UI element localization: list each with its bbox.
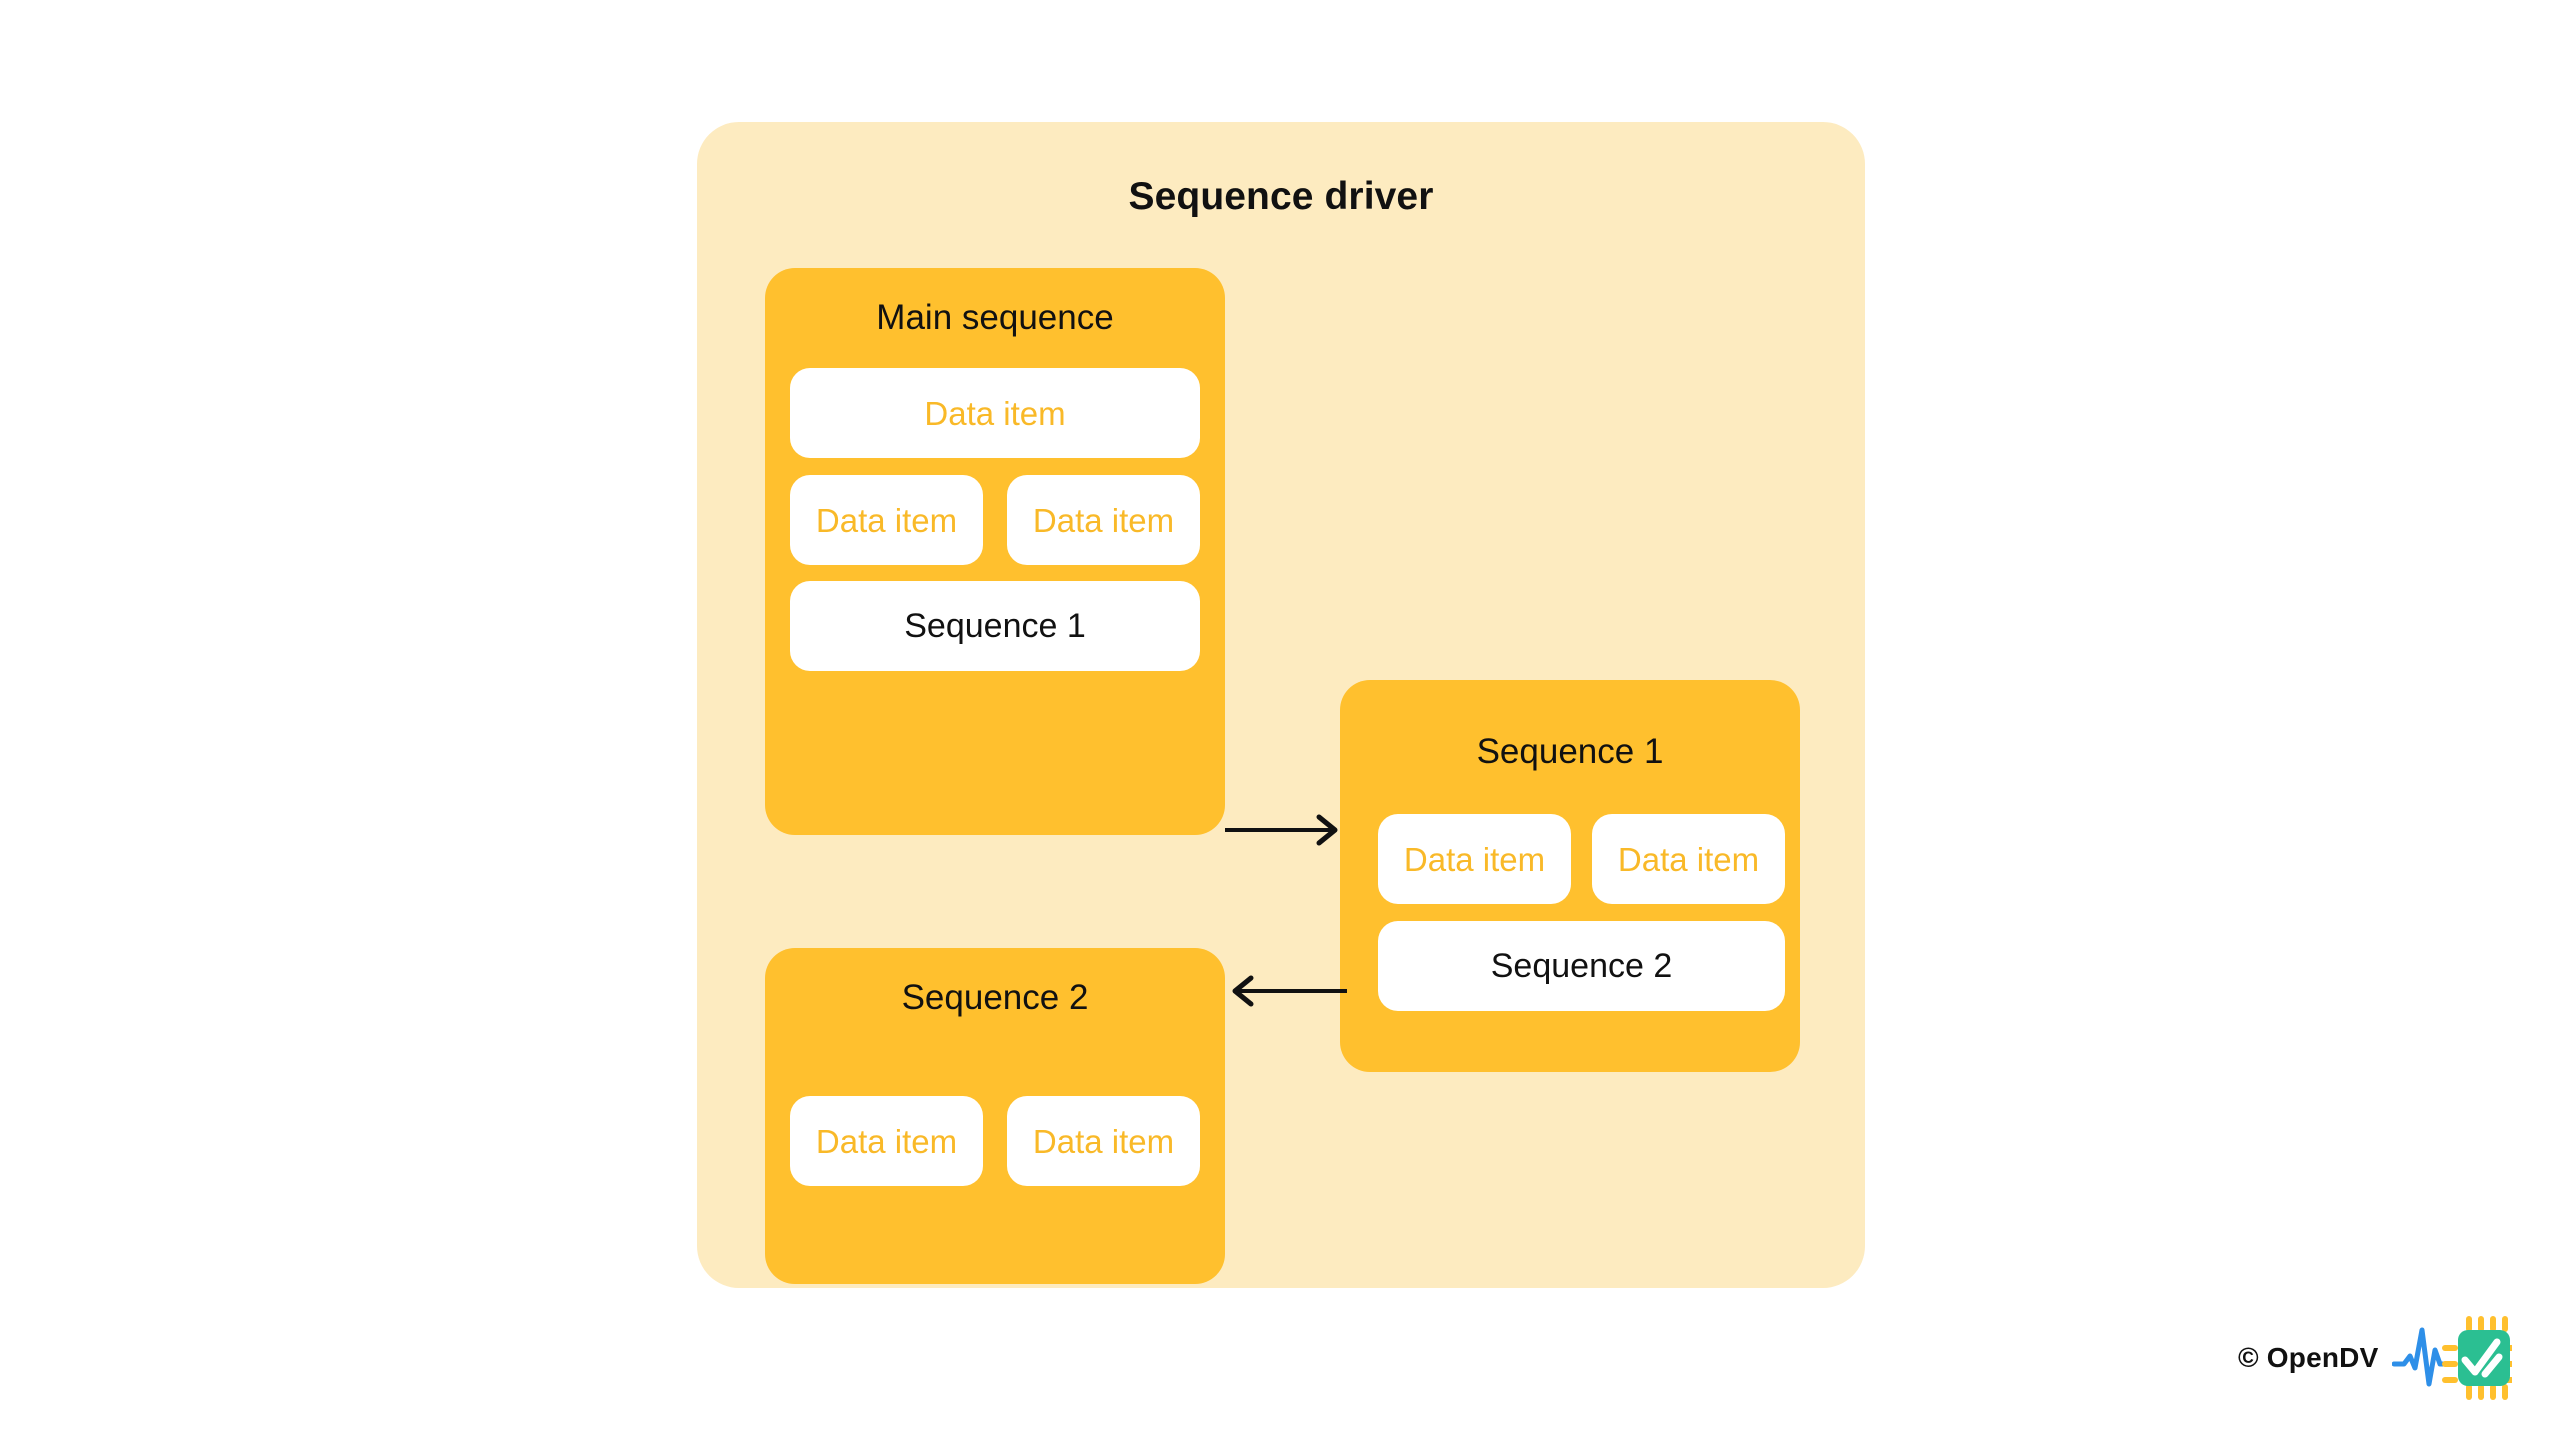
data-item-box: Data item bbox=[1378, 814, 1571, 904]
sequence-ref-label: Sequence 2 bbox=[1490, 947, 1673, 985]
page-title: Sequence driver bbox=[1128, 175, 1434, 218]
sequence-ref-box-sequence-1: Sequence 1 bbox=[790, 581, 1200, 671]
data-item-label: Data item bbox=[1032, 1122, 1175, 1160]
arrow-right-icon bbox=[1225, 814, 1338, 846]
main-sequence-block: Main sequence Data item Data item Data i… bbox=[765, 268, 1225, 835]
data-item-label: Data item bbox=[1403, 840, 1546, 878]
sequence-2-block: Sequence 2 Data item Data item bbox=[765, 948, 1225, 1284]
main-sequence-heading: Main sequence bbox=[876, 298, 1114, 337]
opendv-watermark: © OpenDV bbox=[2238, 1306, 2538, 1410]
opendv-logo-icon bbox=[2392, 1314, 2513, 1402]
sequence-driver-panel: Sequence driver Main sequence Data item … bbox=[697, 122, 1865, 1288]
data-item-box: Data item bbox=[790, 475, 983, 565]
sequence-1-block: Sequence 1 Data item Data item Sequence … bbox=[1340, 680, 1800, 1072]
arrow-left-icon bbox=[1232, 975, 1347, 1007]
data-item-label: Data item bbox=[1032, 501, 1175, 539]
sequence-ref-label: Sequence 1 bbox=[904, 607, 1086, 645]
data-item-box: Data item bbox=[790, 1096, 983, 1186]
sequence-ref-box-sequence-2: Sequence 2 bbox=[1378, 921, 1785, 1011]
copyright-label: © OpenDV bbox=[2238, 1342, 2379, 1373]
data-item-box: Data item bbox=[1592, 814, 1785, 904]
data-item-box: Data item bbox=[1007, 475, 1200, 565]
chip-check-icon bbox=[2392, 1316, 2513, 1400]
data-item-label: Data item bbox=[815, 501, 958, 539]
data-item-box: Data item bbox=[790, 368, 1200, 458]
sequence-2-heading: Sequence 2 bbox=[901, 978, 1089, 1017]
data-item-box: Data item bbox=[1007, 1096, 1200, 1186]
data-item-label: Data item bbox=[924, 394, 1066, 432]
data-item-label: Data item bbox=[1617, 840, 1760, 878]
data-item-label: Data item bbox=[815, 1122, 958, 1160]
sequence-1-heading: Sequence 1 bbox=[1476, 732, 1664, 771]
